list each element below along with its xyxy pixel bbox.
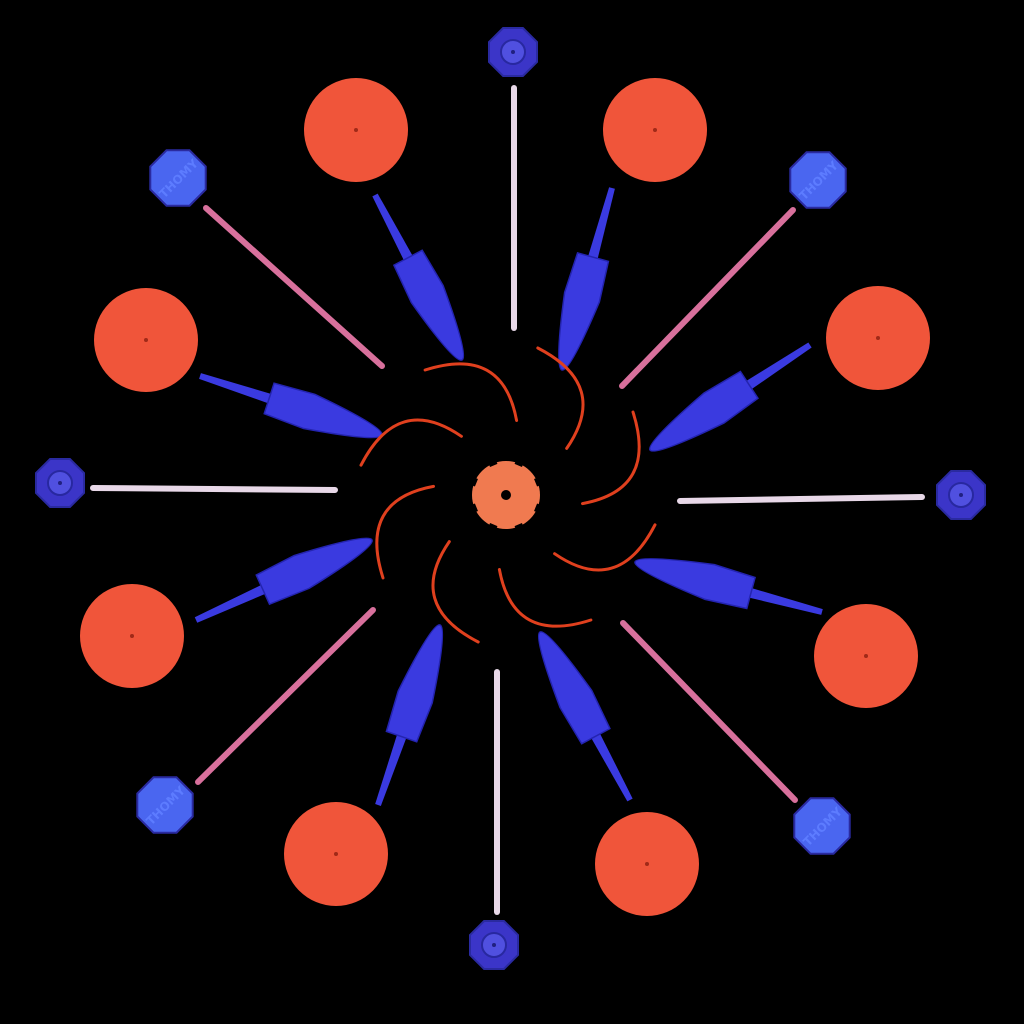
octagon-cap — [793, 797, 851, 855]
red-arc — [581, 410, 641, 506]
cone-stem — [589, 730, 633, 802]
gear-notch — [534, 473, 551, 487]
red-arc — [497, 568, 593, 628]
red-disk-hole — [130, 634, 134, 638]
gear-notch — [484, 523, 498, 540]
cone-stem — [587, 187, 615, 263]
red-arc — [359, 418, 463, 467]
cap-center-dot — [959, 493, 963, 497]
cone-body — [537, 631, 611, 745]
stick — [90, 485, 338, 493]
octagon-cap — [789, 151, 847, 209]
cap-center-dot — [511, 50, 515, 54]
octagon-cap — [149, 149, 207, 207]
cone-stem — [199, 373, 275, 405]
red-disk-hole — [653, 128, 657, 132]
cone-body — [392, 249, 465, 361]
red-arc — [536, 346, 585, 450]
gear-notch — [514, 523, 528, 540]
stick — [195, 607, 376, 785]
cone-stem — [375, 731, 408, 806]
blue-cone — [199, 373, 383, 439]
red-arc — [375, 484, 435, 580]
blue-cone — [634, 557, 823, 615]
cone-stem — [372, 193, 415, 264]
octagon-cap — [136, 776, 194, 834]
red-arc — [423, 362, 519, 422]
cone-body — [634, 557, 756, 610]
cap-center-dot — [58, 481, 62, 485]
stick — [619, 207, 796, 389]
cone-body — [649, 370, 759, 452]
blue-cone — [375, 624, 444, 806]
stick — [677, 494, 925, 504]
cone-body — [385, 624, 444, 743]
gear-notch — [534, 503, 551, 517]
red-disk-hole — [864, 654, 868, 658]
blue-cone — [194, 537, 373, 623]
blue-cone — [649, 342, 812, 452]
red-disk-hole — [334, 852, 338, 856]
gear-notch — [461, 503, 478, 517]
cone-body — [255, 537, 373, 606]
red-arc — [553, 523, 657, 572]
cone-stem — [194, 583, 269, 623]
cone-body — [557, 252, 610, 371]
red-arc — [431, 540, 480, 644]
blue-cone — [372, 193, 465, 361]
stick — [203, 205, 385, 369]
gear-notch — [461, 473, 478, 487]
gear-notch — [514, 450, 528, 467]
gear-notch — [484, 450, 498, 467]
red-disk-hole — [876, 336, 880, 340]
blue-cone — [537, 631, 633, 802]
red-disk-hole — [144, 338, 148, 342]
blue-cone — [557, 187, 615, 371]
gear-hole — [501, 490, 511, 500]
stick — [620, 620, 798, 803]
cap-center-dot — [492, 943, 496, 947]
cone-stem — [743, 342, 812, 392]
cone-body — [263, 382, 383, 439]
cone-stem — [745, 587, 823, 615]
red-disk-hole — [645, 862, 649, 866]
red-disk-hole — [354, 128, 358, 132]
